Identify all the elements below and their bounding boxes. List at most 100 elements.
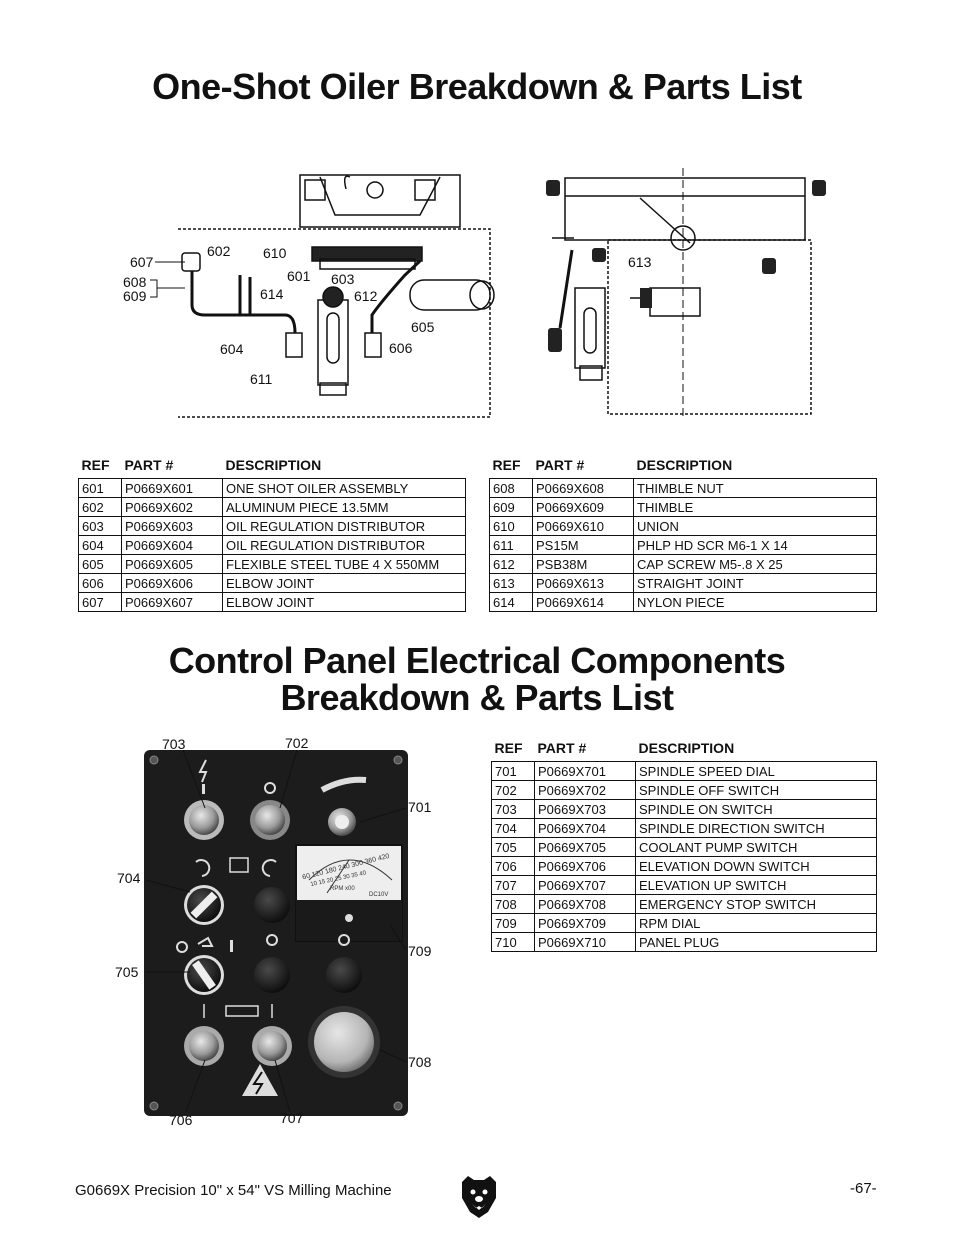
description-cell: RPM DIAL [635, 913, 877, 933]
description-cell: FLEXIBLE STEEL TUBE 4 X 550MM [222, 554, 466, 574]
ref-cell: 705 [491, 837, 535, 857]
callout-607: 607 [130, 254, 154, 270]
description-cell: ELEVATION UP SWITCH [635, 875, 877, 895]
callout-614: 614 [260, 286, 284, 302]
ref-cell: 612 [489, 554, 533, 574]
col-header-desc: DESCRIPTION [636, 457, 733, 473]
control-panel-section-title: Control Panel Electrical Components Brea… [0, 642, 954, 716]
part-number-cell: P0669X609 [532, 497, 634, 517]
description-cell: NYLON PIECE [633, 592, 877, 612]
description-cell: ALUMINUM PIECE 13.5MM [222, 497, 466, 517]
oiler-front-diagram [178, 174, 495, 418]
description-cell: CAP SCREW M5-.8 X 25 [633, 554, 877, 574]
part-number-cell: P0669X602 [121, 497, 223, 517]
part-number-cell: P0669X703 [534, 799, 636, 819]
description-cell: SPINDLE ON SWITCH [635, 799, 877, 819]
part-number-cell: P0669X605 [121, 554, 223, 574]
description-cell: OIL REGULATION DISTRIBUTOR [222, 516, 466, 536]
ref-cell: 611 [489, 535, 533, 555]
part-number-cell: P0669X702 [534, 780, 636, 800]
page-number: -67- [850, 1180, 877, 1197]
part-number-cell: PSB38M [532, 554, 634, 574]
description-cell: PHLP HD SCR M6-1 X 14 [633, 535, 877, 555]
col-header-ref: REF [492, 457, 521, 473]
part-number-cell: P0669X704 [534, 818, 636, 838]
part-number-cell: P0669X608 [532, 478, 634, 498]
ref-cell: 602 [78, 497, 122, 517]
footer-model-name: G0669X Precision 10" x 54" VS Milling Ma… [75, 1182, 392, 1199]
callout-705: 705 [115, 964, 139, 980]
col-header-desc: DESCRIPTION [638, 740, 735, 756]
meter-voltage: DC10V [369, 892, 388, 898]
callout-601: 601 [287, 268, 311, 284]
callout-609: 609 [123, 288, 147, 304]
callout-608: 608 [123, 274, 147, 290]
callout-610: 610 [263, 245, 287, 261]
ref-cell: 608 [489, 478, 533, 498]
ref-cell: 703 [491, 799, 535, 819]
callout-701: 701 [408, 799, 432, 815]
part-number-cell: P0669X601 [121, 478, 223, 498]
ref-cell: 603 [78, 516, 122, 536]
description-cell: ONE SHOT OILER ASSEMBLY [222, 478, 466, 498]
ref-cell: 601 [78, 478, 122, 498]
ref-cell: 609 [489, 497, 533, 517]
callout-602: 602 [207, 243, 231, 259]
part-number-cell: P0669X706 [534, 856, 636, 876]
ref-cell: 605 [78, 554, 122, 574]
callout-611: 611 [250, 371, 273, 387]
ref-cell: 708 [491, 894, 535, 914]
callout-708: 708 [408, 1054, 432, 1070]
callout-704: 704 [117, 870, 141, 886]
col-header-ref: REF [81, 457, 110, 473]
description-cell: OIL REGULATION DISTRIBUTOR [222, 535, 466, 555]
description-cell: THIMBLE NUT [633, 478, 877, 498]
callout-606: 606 [389, 340, 413, 356]
part-number-cell: P0669X709 [534, 913, 636, 933]
col-header-part: PART # [124, 457, 174, 473]
description-cell: ELBOW JOINT [222, 573, 466, 593]
ref-cell: 606 [78, 573, 122, 593]
col-header-desc: DESCRIPTION [225, 457, 322, 473]
description-cell: STRAIGHT JOINT [633, 573, 877, 593]
part-number-cell: P0669X606 [121, 573, 223, 593]
control-panel-image: 60 120 180 240 300 360 420 10 15 20 25 3… [144, 750, 408, 1116]
ref-cell: 706 [491, 856, 535, 876]
description-cell: PANEL PLUG [635, 932, 877, 952]
ref-cell: 614 [489, 592, 533, 612]
callout-706: 706 [169, 1112, 193, 1128]
callout-605: 605 [411, 319, 435, 335]
part-number-cell: P0669X710 [534, 932, 636, 952]
callout-707: 707 [280, 1110, 304, 1126]
ref-cell: 701 [491, 761, 535, 781]
part-number-cell: P0669X707 [534, 875, 636, 895]
ref-cell: 707 [491, 875, 535, 895]
callout-709: 709 [408, 943, 432, 959]
callout-702: 702 [285, 735, 309, 751]
part-number-cell: PS15M [532, 535, 634, 555]
description-cell: EMERGENCY STOP SWITCH [635, 894, 877, 914]
meter-unit: RPM x00 [330, 886, 355, 892]
part-number-cell: P0669X705 [534, 837, 636, 857]
